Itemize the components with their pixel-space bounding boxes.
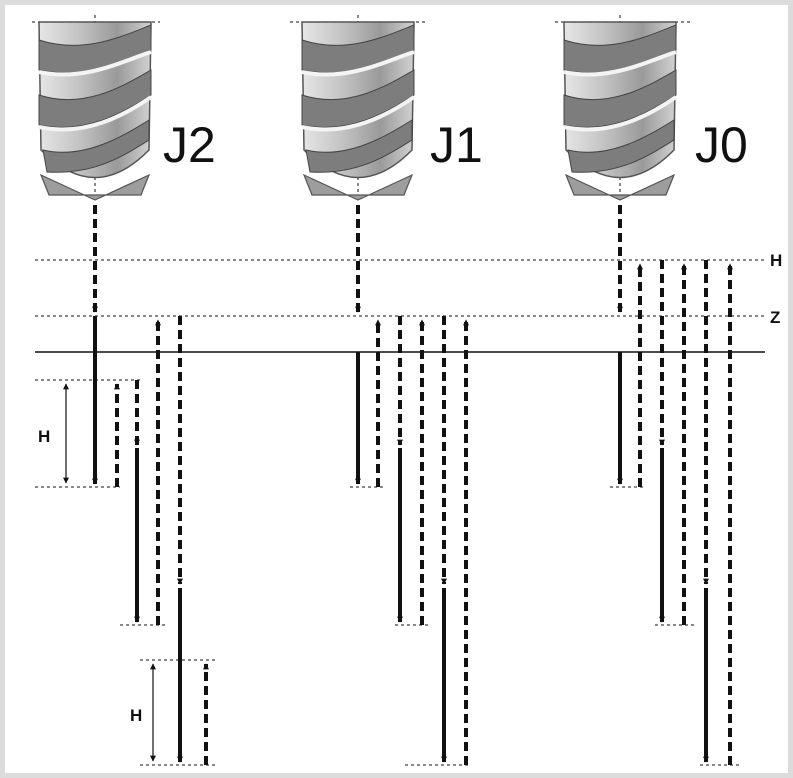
- level-label-z: Z: [770, 308, 780, 327]
- drill-highlight: [563, 95, 678, 132]
- drill-flute: [42, 119, 150, 173]
- drill-flute: [38, 69, 152, 128]
- level-label-h: H: [770, 251, 782, 270]
- drill-highlight: [301, 95, 416, 132]
- drill-tip: [302, 173, 414, 201]
- drill-highlight: [301, 50, 415, 77]
- drill-tip: [564, 173, 676, 201]
- drill-bit: [38, 21, 153, 201]
- drill-highlight: [38, 95, 153, 132]
- drill-flute: [563, 69, 677, 128]
- dimension-label-h-upper: H: [38, 427, 50, 446]
- drill-highlight: [563, 50, 677, 77]
- drill-label-j1: J1: [430, 117, 483, 173]
- drill-label-j0: J0: [695, 117, 748, 173]
- drill-bit: [563, 21, 678, 201]
- drill-bit: [301, 21, 416, 201]
- drill-label-j2: J2: [163, 117, 216, 173]
- drill-tip: [39, 173, 151, 201]
- drill-flute: [305, 119, 413, 173]
- drill-bits: [38, 21, 678, 201]
- drill-highlight: [38, 50, 152, 77]
- drill-flute: [301, 69, 415, 128]
- drill-flute: [567, 119, 675, 173]
- dimension-label-h-lower: H: [130, 706, 142, 725]
- motion-arrows: [63, 205, 733, 765]
